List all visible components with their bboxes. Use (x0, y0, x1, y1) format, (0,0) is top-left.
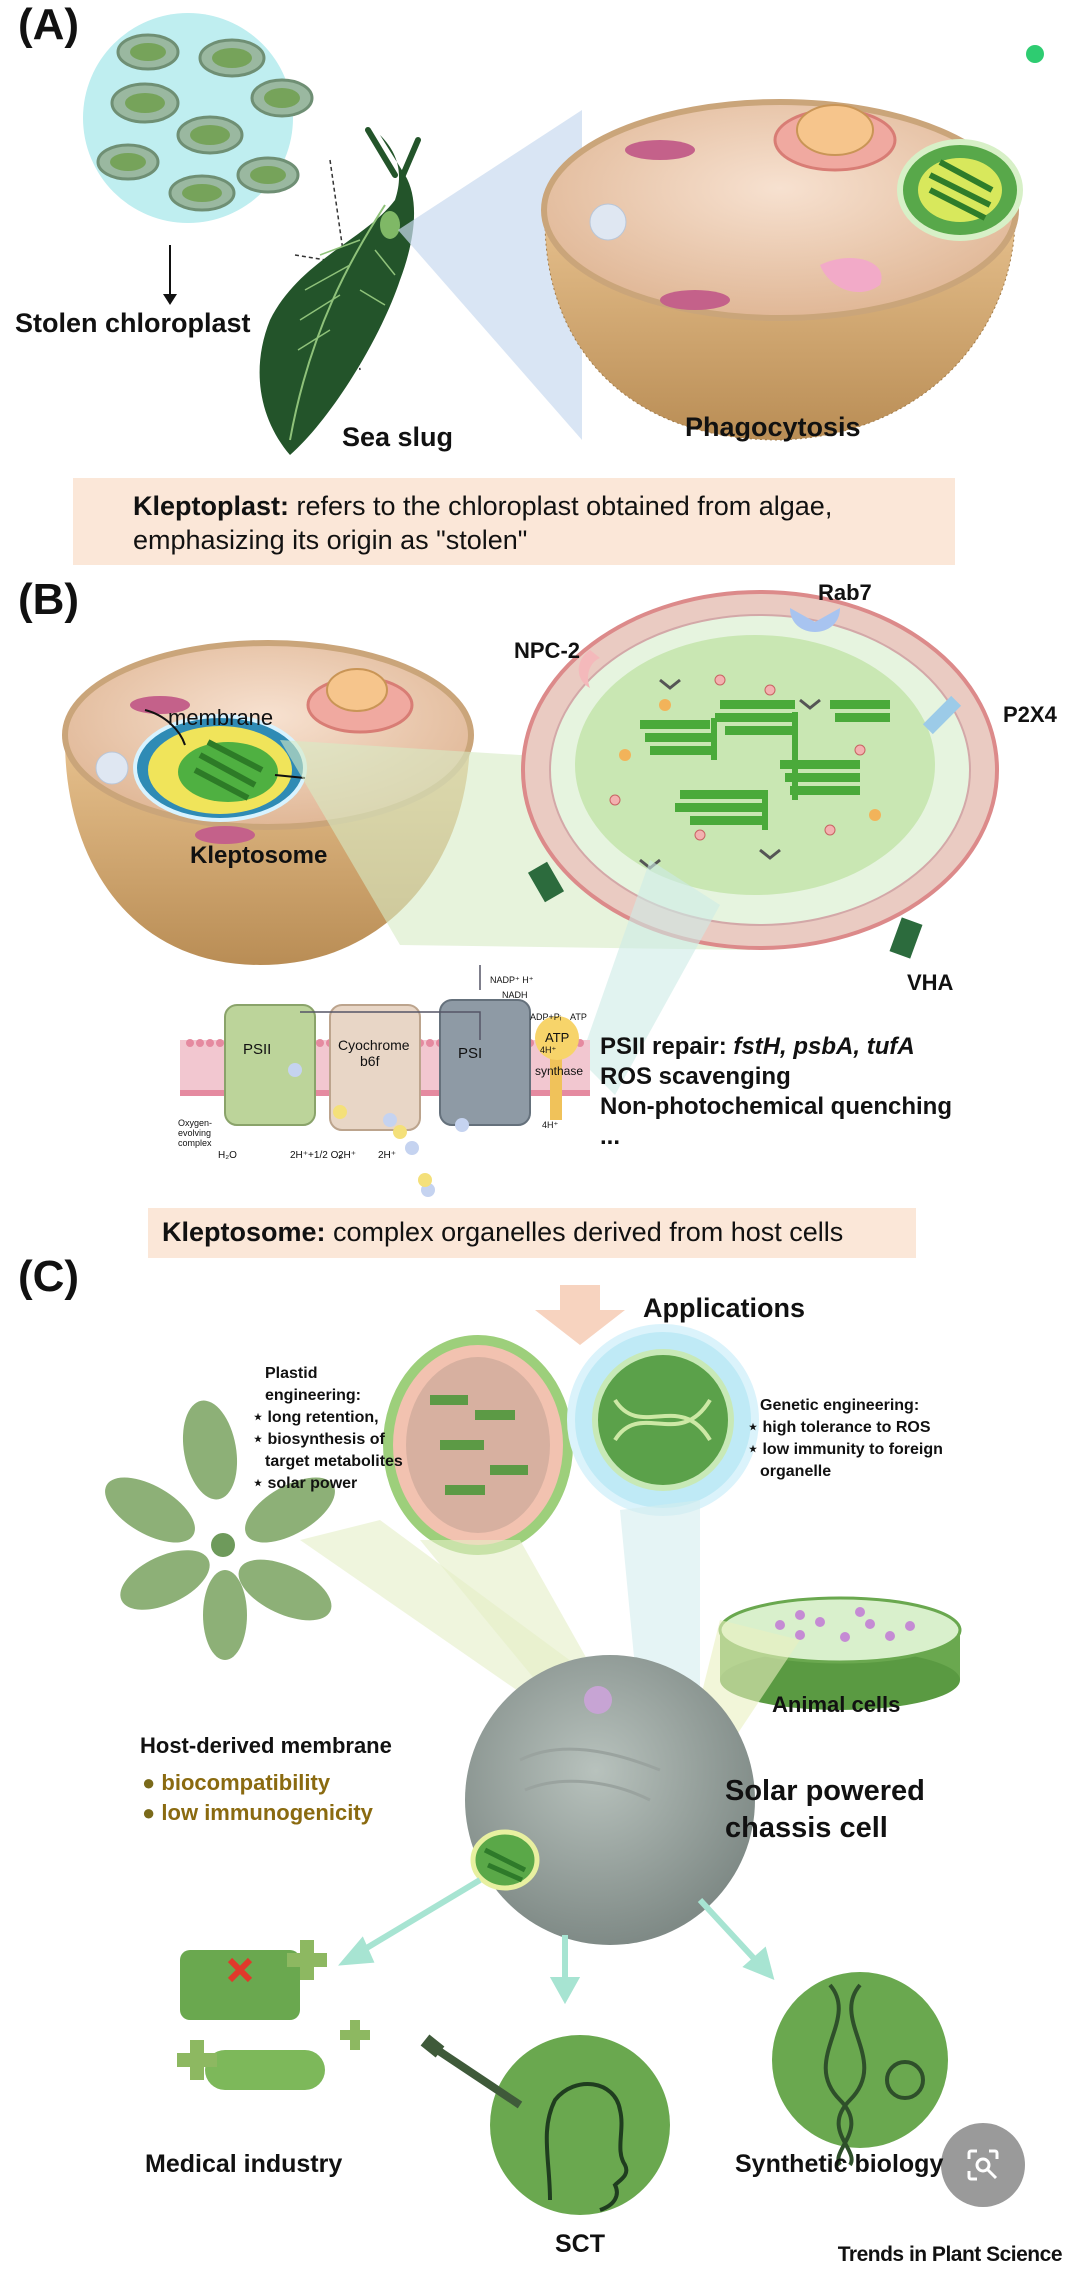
panel-label-b: (B) (18, 575, 80, 624)
sct-label: SCT (555, 2230, 605, 2258)
cytochrome-complex (329, 1004, 421, 1131)
h2o-label: H₂O (218, 1150, 237, 1161)
adp-label: ADP+Pᵢ (530, 1012, 562, 1022)
psii-complex (224, 1004, 316, 1126)
plastid-item-3: target metabolites (265, 1453, 403, 1470)
h-label-1: 2H⁺ (338, 1150, 357, 1161)
h-label-2: 2H⁺ (378, 1150, 397, 1161)
channel-left (527, 861, 565, 903)
phagocytosis-label: Phagocytosis (685, 412, 861, 442)
lens-search-icon (967, 2149, 999, 2181)
nadph-label: NADH (502, 990, 528, 1000)
plastid-item-4: ⋆ solar power (253, 1475, 358, 1492)
genetic-item-2: ⋆ low immunity to foreign (748, 1441, 943, 1458)
nadp-label: NADP⁺ H⁺ (490, 975, 534, 985)
kleptoplast-def-line2: emphasizing its origin as "stolen" (133, 525, 528, 555)
lens-button-bg (941, 2123, 1025, 2207)
membrane-label: membrane (168, 705, 274, 730)
status-dot (1026, 45, 1044, 63)
oec-label: Oxygen-evolving complex (178, 1118, 213, 1148)
kleptosome-label: Kleptosome (190, 842, 328, 869)
host-membrane-label: Host-derived membrane (140, 1733, 392, 1758)
chassis-label-1: Solar powered (725, 1775, 925, 1807)
genetic-item-3: organelle (760, 1463, 832, 1480)
kleptoplast-def-line1: refers to the chloroplast obtained from … (289, 491, 833, 521)
psii-repair-prefix: PSII repair: (600, 1033, 734, 1060)
ros-line: ROS scavenging (600, 1063, 791, 1090)
psii-repair-genes: fstH, psbA, tufA (733, 1033, 915, 1060)
medical-industry-label: Medical industry (145, 2150, 343, 2178)
applications-label: Applications (643, 1293, 806, 1323)
b6f-label: b6f (360, 1053, 380, 1069)
applications-arrow (535, 1285, 625, 1345)
panel-label-c: (C) (18, 1252, 80, 1301)
plastid-title-2: engineering: (265, 1387, 362, 1404)
genetic-title: Genetic engineering: (760, 1397, 920, 1414)
sct-icon (420, 2034, 670, 2215)
psii-label: PSII (243, 1041, 272, 1058)
host-item-1: ● biocompatibility (142, 1770, 331, 1795)
output-arrows (338, 1877, 775, 2005)
npc2-label: NPC-2 (514, 638, 581, 663)
ellipsis-line: ... (600, 1123, 621, 1150)
o2-label: 2H⁺+1/2 O₂ (290, 1150, 343, 1161)
psii-repair-line: PSII repair: fstH, psbA, tufA (600, 1032, 952, 1062)
synthase-label: synthase (535, 1064, 584, 1078)
kleptosome-functions: PSII repair: fstH, psbA, tufA ROS scaven… (600, 1032, 952, 1152)
sea-slug-label: Sea slug (342, 422, 454, 452)
kleptosome-definition-box (148, 1208, 916, 1258)
rab7-label: Rab7 (818, 580, 872, 605)
synthetic-biology-label: Synthetic biology (735, 2150, 944, 2178)
kleptosome-def-text: complex organelles derived from host cel… (325, 1217, 844, 1247)
h-label-4: 4H⁺ (542, 1120, 559, 1130)
kleptosome-zoom (521, 590, 999, 950)
thylakoid-membrane (180, 965, 590, 1197)
npc2-shape (578, 650, 600, 688)
psi-complex (439, 999, 531, 1126)
plastid-engineering-circle (383, 1335, 573, 1555)
h-label-3: 4H⁺ (540, 1045, 557, 1055)
plastid-title-1: Plastid (265, 1365, 318, 1382)
vha-label: VHA (907, 970, 954, 995)
atp-label: ATP (545, 1030, 570, 1045)
cytochrome-label: Cyochrome (338, 1037, 410, 1053)
genetic-item-1: ⋆ high tolerance to ROS (748, 1419, 931, 1436)
synthetic-biology-icon (772, 1972, 948, 2167)
plastid-item-2: ⋆ biosynthesis of (253, 1431, 385, 1448)
visual-search-button[interactable] (941, 2123, 1025, 2207)
stolen-chloroplast-label: Stolen chloroplast (15, 308, 251, 338)
source-credit: Trends in Plant Science (837, 2243, 1063, 2266)
medical-icon (177, 1940, 370, 2090)
chassis-label-2: chassis cell (725, 1812, 888, 1844)
genetic-engineering-circle (567, 1324, 759, 1516)
plastid-item-1: ⋆ long retention, (253, 1409, 379, 1426)
sea-slug-illustration (259, 127, 421, 455)
rab7-shape (790, 608, 840, 632)
kleptoplast-term: Kleptoplast: (133, 491, 290, 521)
chassis-cell (465, 1655, 755, 1945)
npq-line: Non-photochemical quenching (600, 1093, 952, 1120)
host-cell-a (541, 99, 1023, 441)
p2x4-shape (922, 695, 962, 735)
kleptosome-definition: Kleptosome: complex organelles derived f… (162, 1217, 843, 1248)
kleptoplast-definition-box (73, 478, 955, 565)
atp-small-label: ATP (570, 1012, 587, 1022)
psi-label: PSI (458, 1045, 483, 1062)
kleptosome-term: Kleptosome: (162, 1217, 326, 1247)
animal-cells-label: Animal cells (772, 1692, 901, 1717)
vha-shape (889, 917, 923, 959)
atp-synthase (550, 1040, 562, 1120)
panel-label-a: (A) (18, 0, 80, 49)
kleptoplast-definition: Kleptoplast: refers to the chloroplast o… (133, 489, 832, 557)
plant-illustration (105, 1400, 335, 1660)
p2x4-label: P2X4 (1003, 702, 1057, 727)
host-item-2: ● low immunogenicity (142, 1800, 373, 1825)
